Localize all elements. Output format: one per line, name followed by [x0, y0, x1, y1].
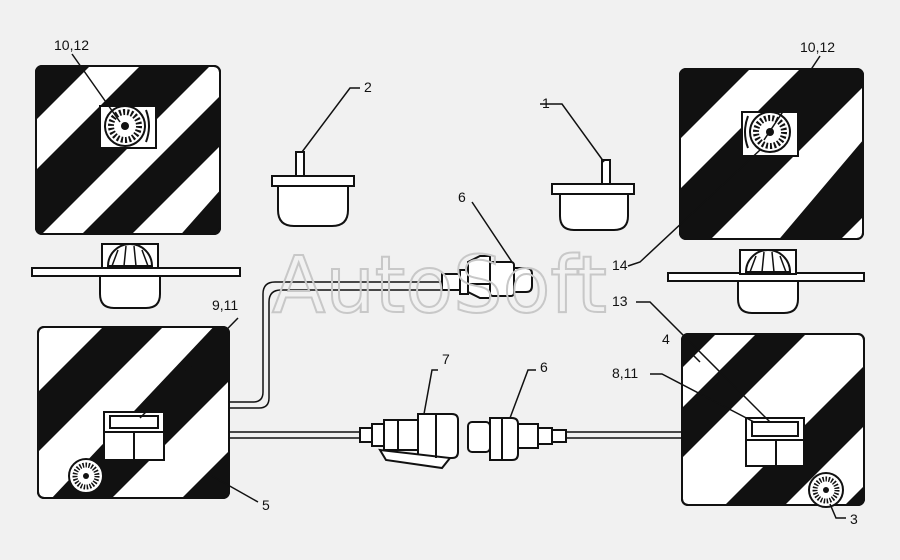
lamp-bracket-2	[271, 151, 355, 227]
callout-label: 8,11	[612, 365, 638, 381]
callout-label: 6	[540, 359, 548, 375]
warning-plate-top-right	[679, 68, 864, 240]
rear-lamp-bottom-left	[103, 411, 165, 461]
callout-label: 10,12	[54, 37, 89, 53]
callout-label: 2	[364, 79, 372, 95]
reflector-bottom-right	[808, 472, 844, 508]
callout-label: 9,11	[212, 297, 238, 313]
callout-label: 4	[662, 331, 670, 347]
callout-label: 6	[458, 189, 466, 205]
socket-6-bottom	[467, 417, 567, 461]
warning-plate-bottom-right	[681, 333, 865, 508]
callout-label: 10,12	[800, 39, 835, 55]
mount-bar-right	[667, 249, 865, 314]
reflector-bottom-left	[68, 458, 104, 494]
leader-lines	[71, 53, 846, 519]
warning-plate-bottom-left	[37, 326, 230, 499]
callout-label: 3	[850, 511, 858, 527]
connector-6-top	[441, 255, 533, 299]
callout-label: 7	[442, 351, 450, 367]
lamp-bracket-1	[551, 159, 635, 231]
cable-harness	[229, 281, 682, 439]
plug-7	[359, 413, 459, 470]
mount-bar-left	[31, 243, 241, 309]
lamp-top-left	[99, 105, 157, 149]
callout-label: 1	[542, 95, 550, 111]
watermark-text: AutoSoft	[272, 241, 607, 331]
warning-plate-top-left	[35, 65, 221, 235]
callout-label: 13	[612, 293, 628, 309]
callout-label: 14	[612, 257, 628, 273]
rear-lamp-bottom-right	[745, 417, 805, 467]
callout-labels: 10,12 10,12 2 1 6 14 13 9,11 4 8,11 7 6 …	[54, 37, 858, 527]
lamp-top-right	[741, 111, 799, 157]
callout-label: 5	[262, 497, 270, 513]
